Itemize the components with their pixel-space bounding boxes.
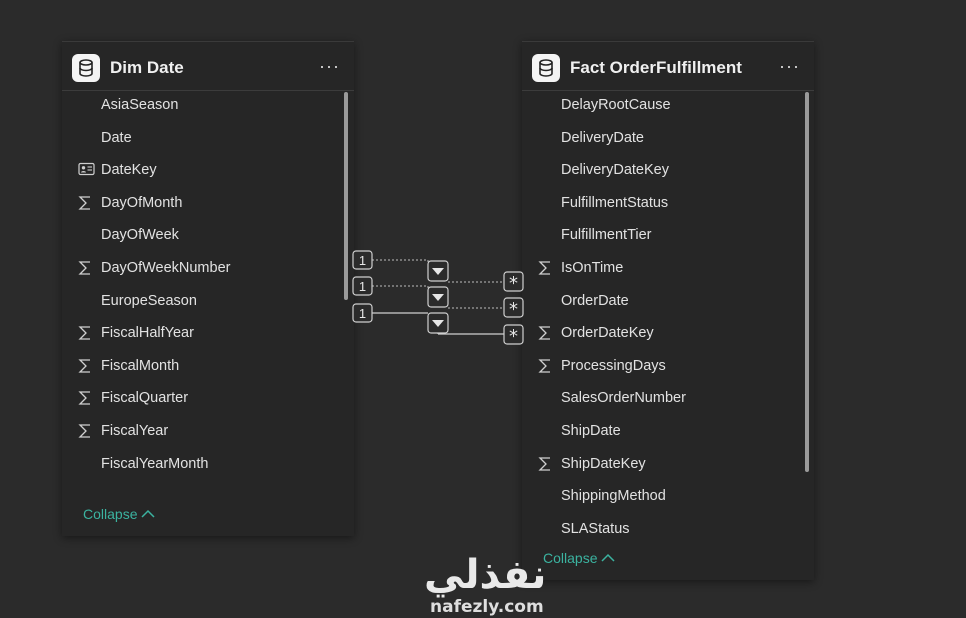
field-row[interactable]: AsiaSeason — [62, 94, 344, 124]
field-name: OrderDateKey — [561, 325, 654, 342]
field-row[interactable]: FiscalHalfYear — [62, 322, 344, 352]
chevron-up-icon — [140, 506, 156, 522]
field-row[interactable]: Date — [62, 127, 344, 157]
scrollbar[interactable] — [805, 92, 809, 472]
field-name: DayOfMonth — [101, 194, 183, 211]
svg-text:*: * — [509, 326, 518, 347]
field-name: ShipDateKey — [561, 455, 646, 472]
collapse-label: Collapse — [83, 506, 138, 522]
field-row[interactable]: OrderDateKey — [522, 322, 804, 352]
field-name: SLAStatus — [561, 520, 630, 537]
field-row[interactable]: DayOfMonth — [62, 192, 344, 222]
field-name: SalesOrderNumber — [561, 390, 686, 407]
field-name: FiscalHalfYear — [101, 325, 194, 342]
sigma-icon — [538, 456, 554, 472]
sigma-icon — [538, 260, 554, 276]
field-name: FiscalYearMonth — [101, 455, 209, 472]
more-options-button[interactable]: ··· — [319, 56, 340, 76]
cardinality-many-badge: * — [503, 297, 524, 320]
svg-text:1: 1 — [359, 279, 366, 294]
field-name: DeliveryDateKey — [561, 162, 669, 179]
collapse-label: Collapse — [543, 550, 598, 566]
field-name: FiscalMonth — [101, 357, 180, 374]
sigma-icon — [78, 423, 94, 439]
field-name: ShipDate — [561, 423, 621, 439]
field-name: DelayRootCause — [561, 97, 671, 113]
cardinality-many-badge: * — [503, 271, 524, 294]
field-row[interactable]: ShipDateKey — [522, 453, 804, 483]
sigma-icon — [78, 195, 94, 211]
field-row[interactable]: DelayRootCause — [522, 94, 804, 124]
filter-direction-icon — [427, 286, 449, 308]
field-name: FulfillmentTier — [561, 227, 652, 244]
field-row[interactable]: SalesOrderNumber — [522, 387, 804, 417]
field-name: IsOnTime — [561, 260, 624, 276]
sigma-icon — [78, 325, 94, 341]
table-title: Dim Date — [110, 58, 184, 77]
field-name: FiscalYear — [101, 423, 169, 439]
field-row[interactable]: ProcessingDays — [522, 355, 804, 385]
field-row[interactable]: DateKey — [62, 159, 344, 189]
watermark-logo: نفذلي — [424, 552, 547, 598]
field-row[interactable]: DeliveryDate — [522, 127, 804, 157]
field-name: EuropeSeason — [101, 292, 197, 309]
field-name: Date — [101, 129, 132, 146]
svg-text:1: 1 — [359, 253, 366, 268]
field-row[interactable]: FulfillmentTier — [522, 224, 804, 254]
collapse-button[interactable]: Collapse — [543, 550, 616, 566]
table-title: Fact OrderFulfillment — [570, 58, 742, 77]
key-card-icon — [78, 162, 95, 178]
field-row[interactable]: OrderDate — [522, 290, 804, 320]
sigma-icon — [78, 358, 94, 374]
field-row[interactable]: FiscalYear — [62, 420, 344, 450]
svg-text:*: * — [509, 273, 518, 294]
database-icon — [532, 54, 560, 82]
field-row[interactable]: ShippingMethod — [522, 485, 804, 515]
svg-text:1: 1 — [359, 306, 366, 321]
more-options-button[interactable]: ··· — [779, 56, 800, 76]
table-header[interactable]: Dim Date ··· — [62, 42, 354, 91]
field-row[interactable]: DayOfWeekNumber — [62, 257, 344, 287]
field-row[interactable]: ShipDate — [522, 420, 804, 450]
sigma-icon — [78, 390, 94, 406]
filter-direction-icon — [427, 260, 449, 282]
field-name: AsiaSeason — [101, 97, 179, 113]
cardinality-one-badge: 1 — [352, 303, 373, 323]
field-row[interactable]: FiscalMonth — [62, 355, 344, 385]
watermark-url: nafezly.com — [430, 597, 544, 617]
field-name: ShippingMethod — [561, 488, 666, 505]
field-row[interactable]: FulfillmentStatus — [522, 192, 804, 222]
sigma-icon — [538, 358, 554, 374]
cardinality-one-badge: 1 — [352, 276, 373, 296]
field-row[interactable]: FiscalQuarter — [62, 387, 344, 417]
filter-direction-icon — [427, 312, 449, 334]
field-name: DayOfWeekNumber — [101, 260, 231, 276]
field-row[interactable]: SLAStatus — [522, 518, 804, 548]
field-row[interactable]: EuropeSeason — [62, 290, 344, 320]
table-header[interactable]: Fact OrderFulfillment ··· — [522, 42, 814, 91]
field-name: FulfillmentStatus — [561, 194, 669, 211]
field-name: FiscalQuarter — [101, 390, 189, 407]
cardinality-one-badge: 1 — [352, 250, 373, 270]
field-row[interactable]: IsOnTime — [522, 257, 804, 287]
field-row[interactable]: DeliveryDateKey — [522, 159, 804, 189]
field-name: DeliveryDate — [561, 129, 644, 146]
field-row[interactable]: DayOfWeek — [62, 224, 344, 254]
database-icon — [72, 54, 100, 82]
cardinality-many-badge: * — [503, 324, 524, 347]
collapse-button[interactable]: Collapse — [83, 506, 156, 522]
field-name: ProcessingDays — [561, 357, 666, 374]
table-card-fact-orderfulfillment[interactable]: Fact OrderFulfillment ··· DelayRootCause… — [522, 41, 814, 580]
sigma-icon — [78, 260, 94, 276]
field-name: OrderDate — [561, 292, 629, 309]
field-name: DayOfWeek — [101, 227, 179, 244]
field-row[interactable]: FiscalYearMonth — [62, 453, 344, 483]
chevron-up-icon — [600, 550, 616, 566]
svg-text:*: * — [509, 299, 518, 320]
sigma-icon — [538, 325, 554, 341]
scrollbar[interactable] — [344, 92, 348, 300]
field-name: DateKey — [101, 162, 157, 179]
